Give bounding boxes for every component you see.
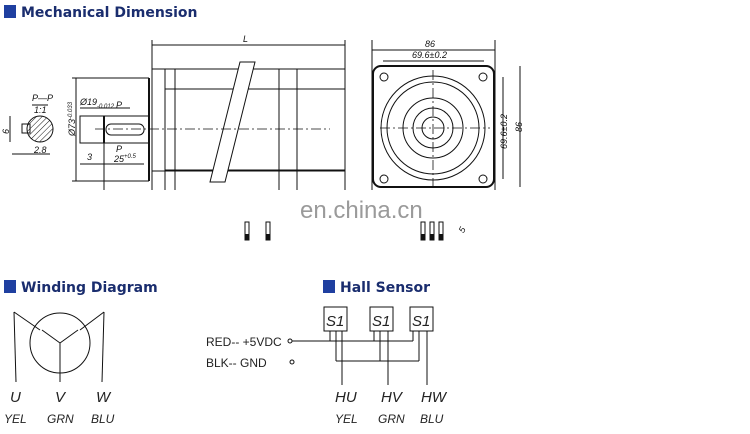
hall-sensor-u: S1	[323, 306, 348, 385]
phase-u-color: YEL	[4, 412, 27, 426]
output-hv-label: HV	[381, 389, 404, 406]
phase-u-label: U	[10, 389, 21, 406]
hall-sensor-v: S1	[369, 306, 394, 385]
section-mark: P	[116, 144, 122, 154]
phase-w-color: BLU	[91, 412, 115, 426]
key-height-dim: 6	[1, 129, 11, 134]
lead-dim: 5	[457, 224, 469, 234]
phase-w-label: W	[96, 389, 112, 406]
power-label: RED-- +5VDC	[206, 335, 282, 349]
key-depth-dim: 2.8	[33, 145, 47, 155]
output-hu-label: HU	[335, 389, 357, 406]
heading-winding-diagram: Winding Diagram	[4, 280, 158, 296]
length-dim: L	[243, 34, 248, 44]
watermark: en.china.cn	[300, 197, 423, 224]
phase-v-color: GRN	[47, 412, 74, 426]
motor-leads	[244, 221, 271, 241]
heading-hall-sensor: Hall Sensor	[323, 280, 430, 296]
pilot-dia-dim: Ø73-0.033	[67, 101, 77, 137]
motor-leads	[420, 221, 444, 241]
heading-bullet	[4, 5, 16, 18]
phase-v-label: V	[55, 389, 67, 406]
heading-text: Hall Sensor	[340, 280, 430, 296]
output-hv-color: GRN	[378, 412, 405, 426]
key-length-dim: 25+0.5	[113, 154, 137, 164]
shaft-section-view: P—P 1:1 6 2.8	[1, 93, 54, 155]
heading-mechanical-dimension: Mechanical Dimension	[4, 5, 198, 21]
hall-sensor-diagram: S1 S1 S1 RED-- +5VDC BLK-- GND HU HV HW …	[206, 306, 448, 426]
heading-text: Winding Diagram	[21, 280, 158, 296]
hall-sensor-w: S1	[409, 306, 434, 385]
section-scale: 1:1	[34, 105, 47, 115]
winding-diagram: U V W YEL GRN BLU	[4, 311, 115, 426]
output-hu-color: YEL	[335, 412, 358, 426]
hole-spacing-v-dim: 69.6±0.2	[499, 114, 509, 149]
output-hw-label: HW	[421, 389, 448, 406]
heading-bullet	[4, 280, 16, 293]
motor-front-view: 86 69.6±0.2 86 69.6±0.2 5	[371, 39, 524, 241]
heading-bullet	[323, 280, 335, 293]
ground-label: BLK-- GND	[206, 356, 267, 370]
sensor-label: S1	[412, 313, 430, 330]
flange-width-dim: 86	[425, 39, 435, 49]
flange-height-dim: 86	[514, 122, 524, 132]
sensor-label: S1	[326, 313, 344, 330]
sensor-label: S1	[372, 313, 390, 330]
key-offset-dim: 3	[87, 152, 92, 162]
hole-spacing-dim: 69.6±0.2	[412, 50, 447, 60]
heading-text: Mechanical Dimension	[21, 5, 198, 21]
output-hw-color: BLU	[420, 412, 444, 426]
section-label: P—P	[32, 93, 53, 103]
